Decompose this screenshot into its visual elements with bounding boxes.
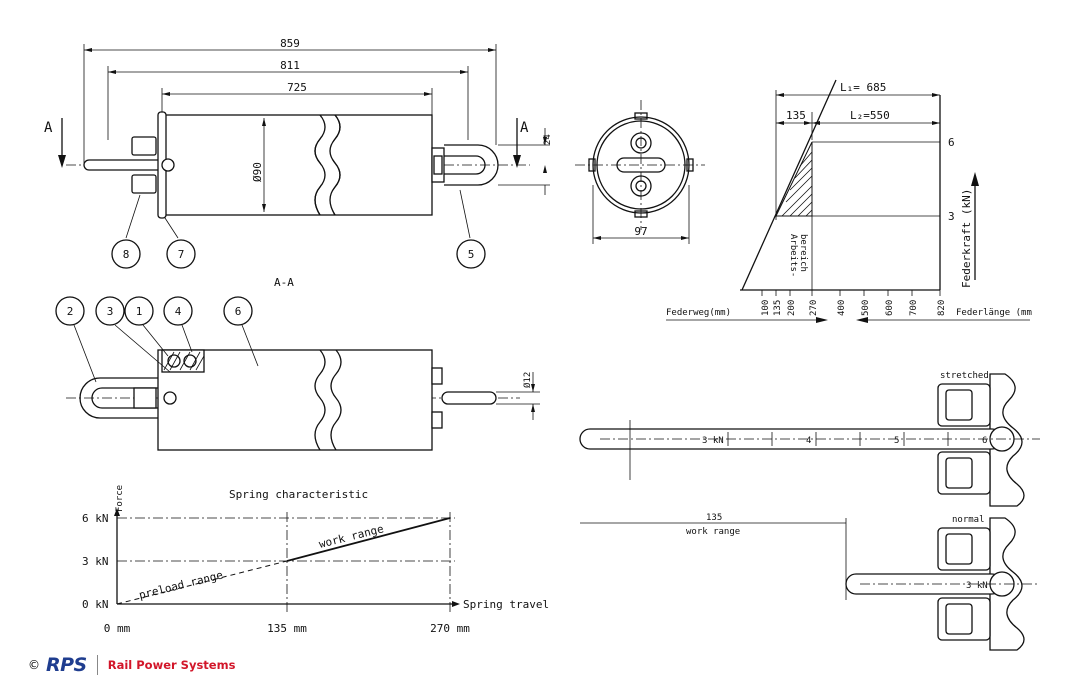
gauge-dim-label: work range (686, 527, 740, 537)
footer: © RPS Rail Power Systems (28, 654, 235, 676)
part-7: 7 (178, 248, 185, 261)
section-mark-right: A (520, 120, 529, 136)
force-6: 6 (948, 136, 955, 149)
x-tick-0mm: 0 mm (104, 622, 131, 635)
x-tick-270mm: 270 mm (430, 622, 470, 635)
preload-label: preload range (138, 568, 225, 601)
normal-mark-3kn: 3 kN (966, 581, 988, 591)
spring-chart: Spring characteristic Force 6 kN 3 kN 0 … (82, 485, 549, 635)
normal-label: normal (952, 515, 985, 525)
part-2: 2 (67, 305, 74, 318)
y-tick-0kn: 0 kN (82, 598, 109, 611)
dim-135-spec: 135 (786, 109, 806, 122)
chart-title: Spring characteristic (229, 488, 368, 501)
dim-859: 859 (280, 37, 300, 50)
federkraft-label: Federkraft (kN) (960, 189, 973, 288)
federweg-label: Federweg(mm) (666, 308, 731, 318)
chart-ylabel: Force (115, 485, 125, 512)
footer-divider (96, 655, 98, 675)
tick-400: 400 (837, 300, 847, 316)
y-tick-6kn: 6 kN (82, 512, 109, 525)
dim-24: 24 (543, 134, 553, 145)
copyright-symbol: © (28, 658, 40, 672)
travel-gauge: stretched 3 kN 4 5 6 135 work range norm… (579, 371, 1040, 651)
section-view: A-A Ø12 (55, 276, 540, 451)
work-label: work range (318, 522, 385, 551)
dim-l2: L₂=550 (850, 109, 890, 122)
dim-97: 97 (634, 225, 647, 238)
spring-diagram: L₁= 685 L₂=550 135 6 3 Arbeits- bereich … (666, 79, 1032, 323)
section-mark-left: A (44, 120, 53, 136)
dim-811: 811 (280, 59, 300, 72)
elevation-view: 859 811 725 Ø90 (44, 37, 553, 269)
x-tick-135mm: 135 mm (267, 622, 307, 635)
force-3: 3 (948, 210, 955, 223)
mark-4: 4 (806, 436, 811, 446)
part-4: 4 (175, 305, 182, 318)
mark-6: 6 (982, 436, 987, 446)
part-5: 5 (468, 248, 475, 261)
company-name: Rail Power Systems (107, 658, 236, 672)
federlaenge-label: Federlänge (mm (956, 308, 1032, 318)
section-label: A-A (274, 276, 294, 289)
tick-600: 600 (885, 300, 895, 316)
end-face-view: 97 (575, 100, 705, 244)
tick-270: 270 (809, 300, 819, 316)
tick-200: 200 (787, 300, 797, 316)
part-1: 1 (136, 305, 143, 318)
work-line (286, 517, 451, 562)
part-8: 8 (123, 248, 130, 261)
dim-rod-diameter: Ø12 (522, 372, 533, 388)
stretched-label: stretched (940, 371, 989, 381)
dim-725: 725 (287, 81, 307, 94)
y-tick-3kn: 3 kN (82, 555, 109, 568)
dim-diameter: Ø90 (251, 162, 264, 182)
chart-xlabel: Spring travel (463, 598, 549, 611)
tick-700: 700 (909, 300, 919, 316)
dim-l1: L₁= 685 (840, 81, 886, 94)
preload-line (116, 560, 288, 605)
tick-135: 135 (773, 300, 783, 316)
gauge-dim-135: 135 (706, 513, 722, 523)
rps-logo: RPS (46, 654, 87, 676)
mark-5: 5 (894, 436, 899, 446)
tick-100: 100 (761, 300, 771, 316)
tick-820: 820 (937, 300, 947, 316)
tick-500: 500 (861, 300, 871, 316)
arbeits-label-1: Arbeits- (788, 234, 798, 277)
part-3: 3 (107, 305, 114, 318)
arbeits-label-2: bereich (798, 234, 808, 272)
part-6: 6 (235, 305, 242, 318)
mark-3kn: 3 kN (702, 436, 724, 446)
